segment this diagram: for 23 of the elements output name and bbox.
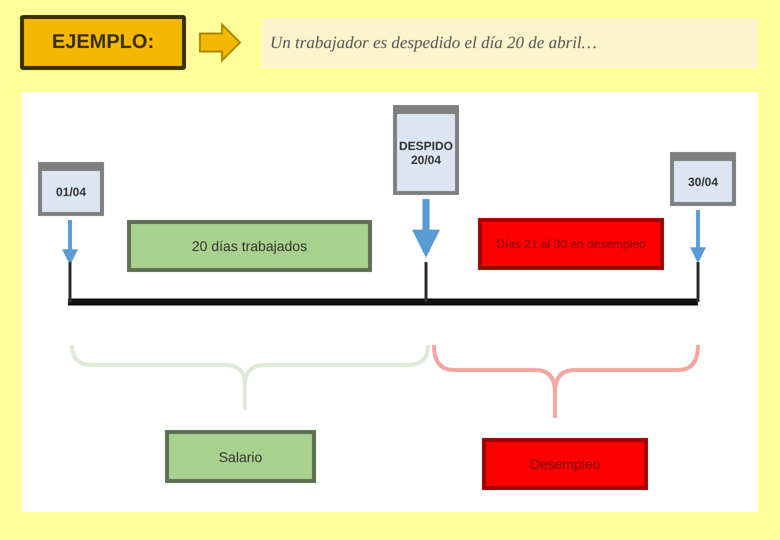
calendar-card	[393, 105, 459, 195]
label-text: Un trabajador es despedido el día 20 de abril…	[270, 33, 597, 53]
intro-banner	[262, 18, 758, 68]
label-text: 30/04	[688, 174, 718, 188]
label-heading: DESPIDO	[398, 138, 453, 152]
label-text: 20/04	[410, 152, 442, 166]
example-tag	[20, 15, 186, 70]
label-text: Desempleo	[530, 456, 600, 472]
label-text: Salario	[218, 448, 262, 464]
label-text: 01/04	[56, 184, 86, 198]
timeline-axis	[66, 262, 702, 306]
block-arrow	[199, 22, 242, 63]
result-box	[482, 438, 648, 490]
period-bar	[127, 220, 372, 272]
label-text: Días 21 al 30 en desempleo	[496, 237, 646, 251]
arrow	[412, 199, 440, 258]
calendar-card	[670, 152, 736, 206]
label-text: EJEMPLO:	[52, 31, 154, 54]
label-text: 20 días trabajados	[192, 238, 308, 254]
arrow	[690, 210, 706, 264]
period-bar	[478, 218, 664, 270]
calendar-card	[38, 162, 104, 216]
result-box	[165, 430, 316, 483]
